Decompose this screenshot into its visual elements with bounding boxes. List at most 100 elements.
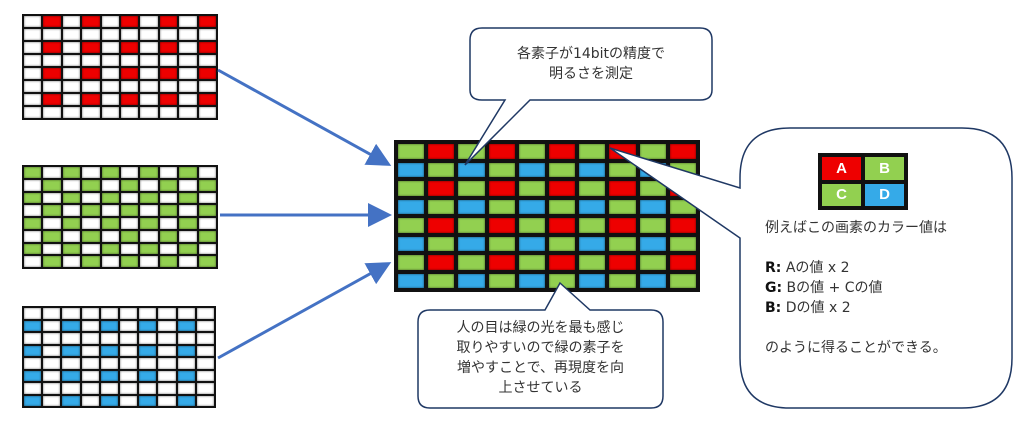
sensor-cell <box>488 181 515 196</box>
sensor-cell <box>120 68 139 79</box>
sensor-cell <box>139 320 157 331</box>
sensor-cell <box>62 68 81 79</box>
sensor-cell <box>458 199 485 214</box>
sensor-cell <box>458 273 485 288</box>
sensor-cell <box>177 308 195 319</box>
sensor-cell <box>139 333 157 344</box>
sensor-cell <box>609 273 636 288</box>
sensor-cell <box>101 68 119 79</box>
sensor-cell <box>43 55 61 66</box>
sensor-cell <box>198 16 216 27</box>
sensor-cell <box>488 273 515 288</box>
sensor-cell <box>669 218 696 233</box>
sensor-cell <box>196 333 214 344</box>
sensor-cell <box>179 167 197 178</box>
sensor-cell <box>24 320 42 331</box>
sensor-cell <box>458 162 485 177</box>
sensor-cell <box>100 308 118 319</box>
sensor-cell <box>158 370 176 381</box>
sensor-cell <box>101 192 119 204</box>
sensor-cell <box>196 345 214 356</box>
sensor-cell <box>82 218 100 229</box>
sensor-cell <box>428 144 455 159</box>
sensor-cell <box>24 81 42 92</box>
sensor-cell <box>81 320 99 331</box>
sensor-cell <box>120 383 138 394</box>
sensor-cell <box>428 236 455 251</box>
callout-top-text: 各素子が14bitの精度で 明るさを測定 <box>470 44 712 84</box>
sensor-cell <box>198 205 216 216</box>
sensor-cell <box>198 29 216 40</box>
sensor-cell <box>120 308 138 319</box>
b-text: Dの値 x 2 <box>781 300 851 316</box>
sensor-cell <box>43 345 61 356</box>
sensor-cell <box>159 205 178 216</box>
sensor-cell <box>669 255 696 270</box>
sensor-cell <box>159 16 178 27</box>
sensor-cell <box>579 255 606 270</box>
r-label: R: <box>765 260 782 276</box>
sensor-cell <box>177 370 195 381</box>
sensor-cell <box>62 256 81 267</box>
sensor-cell <box>140 55 158 66</box>
callout-right-bubble <box>609 127 1013 409</box>
sensor-cell <box>82 107 100 118</box>
sensor-cell <box>179 42 197 53</box>
sensor-cell <box>549 273 576 288</box>
sensor-cell <box>120 358 138 369</box>
sensor-cell <box>81 308 99 319</box>
sensor-cell <box>120 395 138 406</box>
green-filter-grid <box>22 165 218 269</box>
sensor-cell <box>179 107 197 118</box>
sensor-cell <box>669 144 696 159</box>
sensor-cell <box>140 107 158 118</box>
sensor-cell <box>398 218 425 233</box>
sensor-cell <box>43 358 61 369</box>
sensor-cell <box>120 167 139 178</box>
sensor-cell <box>43 16 61 27</box>
sensor-cell <box>101 94 119 105</box>
sensor-cell <box>62 218 81 229</box>
sensor-cell <box>428 273 455 288</box>
b-formula: B: Dの値 x 2 <box>765 298 1005 318</box>
sensor-cell <box>62 230 81 242</box>
cell-a: A <box>822 157 861 180</box>
callout-bottom-line: 取りやすいので緑の素子を <box>456 340 625 356</box>
r-formula: R: Aの値 x 2 <box>765 258 1005 278</box>
sensor-cell <box>140 218 158 229</box>
sensor-cell <box>62 205 81 216</box>
sensor-cell <box>24 179 42 191</box>
sensor-cell <box>140 179 158 191</box>
sensor-cell <box>82 42 100 53</box>
sensor-cell <box>120 81 139 92</box>
sensor-cell <box>488 236 515 251</box>
sensor-cell <box>609 255 636 270</box>
sensor-cell <box>179 94 197 105</box>
sensor-cell <box>179 68 197 79</box>
sensor-cell <box>101 81 119 92</box>
sensor-cell <box>549 218 576 233</box>
sensor-cell <box>158 383 176 394</box>
sensor-cell <box>639 181 666 196</box>
sensor-cell <box>518 255 545 270</box>
sensor-cell <box>179 256 197 267</box>
sensor-cell <box>140 205 158 216</box>
sensor-cell <box>159 94 178 105</box>
sensor-cell <box>198 167 216 178</box>
sensor-cell <box>179 55 197 66</box>
sensor-cell <box>159 243 178 255</box>
sensor-cell <box>82 179 100 191</box>
sensor-cell <box>198 256 216 267</box>
sensor-cell <box>100 333 118 344</box>
sensor-cell <box>120 107 139 118</box>
sensor-cell <box>24 192 42 204</box>
sensor-cell <box>120 243 139 255</box>
sensor-cell <box>62 395 80 406</box>
sensor-cell <box>179 179 197 191</box>
sensor-cell <box>488 144 515 159</box>
callout-right-text: 例えばこの画素のカラー値は R: Aの値 x 2 G: Bの値 + Cの値 B:… <box>765 218 1005 358</box>
sensor-cell <box>428 255 455 270</box>
sensor-cell <box>579 273 606 288</box>
sensor-cell <box>458 181 485 196</box>
r-text: Aの値 x 2 <box>781 260 850 276</box>
